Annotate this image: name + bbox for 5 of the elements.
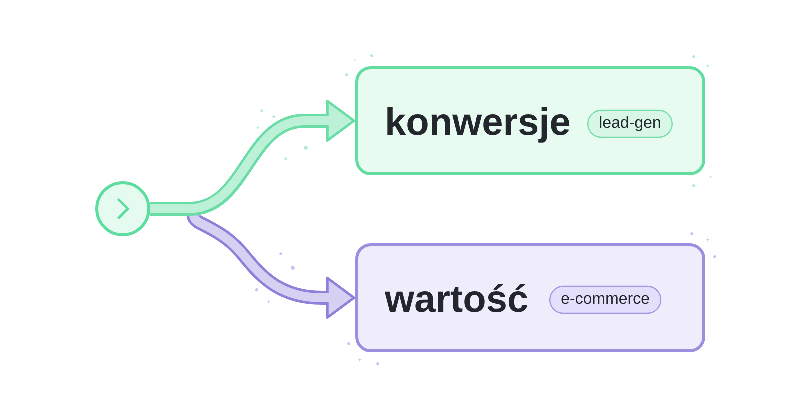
arrow bbox=[188, 100, 356, 216]
tag-pill: lead-gen bbox=[588, 110, 673, 138]
arrow bbox=[187, 214, 356, 320]
circle-node bbox=[96, 182, 150, 236]
tag-pill: e-commerce bbox=[550, 286, 662, 314]
